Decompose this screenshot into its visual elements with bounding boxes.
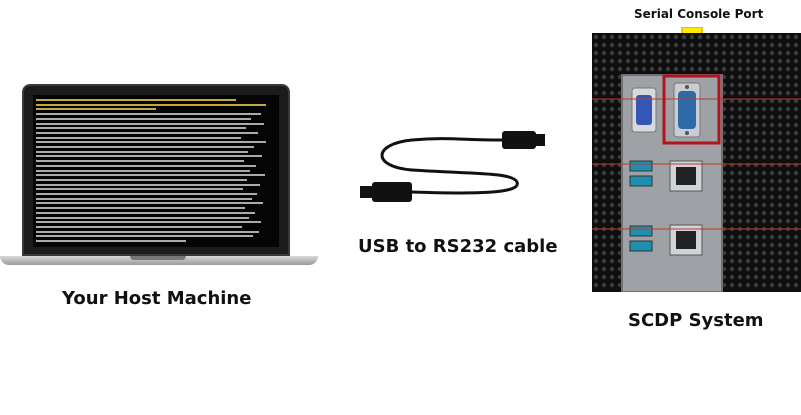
terminal-text-line: [36, 193, 257, 195]
host-machine-laptop: [0, 84, 318, 269]
scdp-system-label: SCDP System: [628, 310, 764, 331]
terminal-text-line: [36, 122, 264, 125]
ethernet-port-lower: [669, 224, 703, 256]
laptop-lid: [22, 84, 290, 256]
host-machine-label: Your Host Machine: [62, 288, 252, 309]
usb-plug-top: [502, 131, 536, 149]
terminal-text-line: [36, 178, 247, 181]
terminal-text-line: [36, 174, 265, 177]
usb-plug-bottom: [372, 182, 412, 202]
terminal-text-line: [36, 240, 186, 242]
terminal-text-line: [36, 136, 241, 139]
terminal-text-line: [36, 221, 261, 224]
usb-plug-top-tip: [535, 134, 545, 146]
terminal-text-line: [36, 117, 251, 120]
usb-ports-lower: [629, 225, 653, 252]
cable-label: USB to RS232 cable: [358, 236, 558, 257]
terminal-text-line: [36, 197, 252, 200]
usb-cable-icon: [360, 131, 545, 202]
terminal-text-line: [36, 113, 261, 116]
usb-plug-bottom-tip: [360, 186, 373, 198]
terminal-text-line: [36, 99, 236, 101]
laptop-notch: [130, 256, 186, 260]
serial-port-highlight-box: [662, 74, 721, 145]
terminal-text-line: [36, 155, 262, 158]
terminal-text-line: [36, 216, 249, 219]
terminal-text-line: [36, 127, 246, 130]
terminal-text-line: [36, 103, 266, 106]
terminal-text-line: [36, 202, 263, 205]
terminal-text-line: [36, 160, 244, 163]
scdp-back-panel: [592, 34, 801, 292]
terminal-text-line: [36, 211, 255, 214]
usb-ports-upper: [629, 160, 653, 187]
terminal-text-line: [36, 207, 245, 210]
terminal-text-line: [36, 146, 254, 148]
terminal-text-line: [36, 164, 256, 167]
serial-console-port-label: Serial Console Port: [634, 7, 764, 21]
terminal-text-line: [36, 169, 250, 172]
laptop-base: [0, 256, 318, 265]
vga-port: [631, 87, 657, 133]
ethernet-port-upper: [669, 160, 703, 192]
terminal-text-line: [36, 235, 253, 238]
terminal-text-line: [36, 183, 260, 186]
terminal-text-line: [36, 150, 248, 153]
scdp-system-photo: [592, 33, 801, 292]
serial-db9-port: [673, 82, 701, 138]
terminal-text-line: [36, 188, 243, 191]
terminal-text-line: [36, 108, 156, 111]
terminal-text-line: [36, 131, 258, 134]
terminal-text-line: [36, 230, 259, 233]
terminal-screen: [33, 95, 279, 247]
terminal-text-line: [36, 225, 242, 228]
terminal-text-line: [36, 141, 266, 144]
